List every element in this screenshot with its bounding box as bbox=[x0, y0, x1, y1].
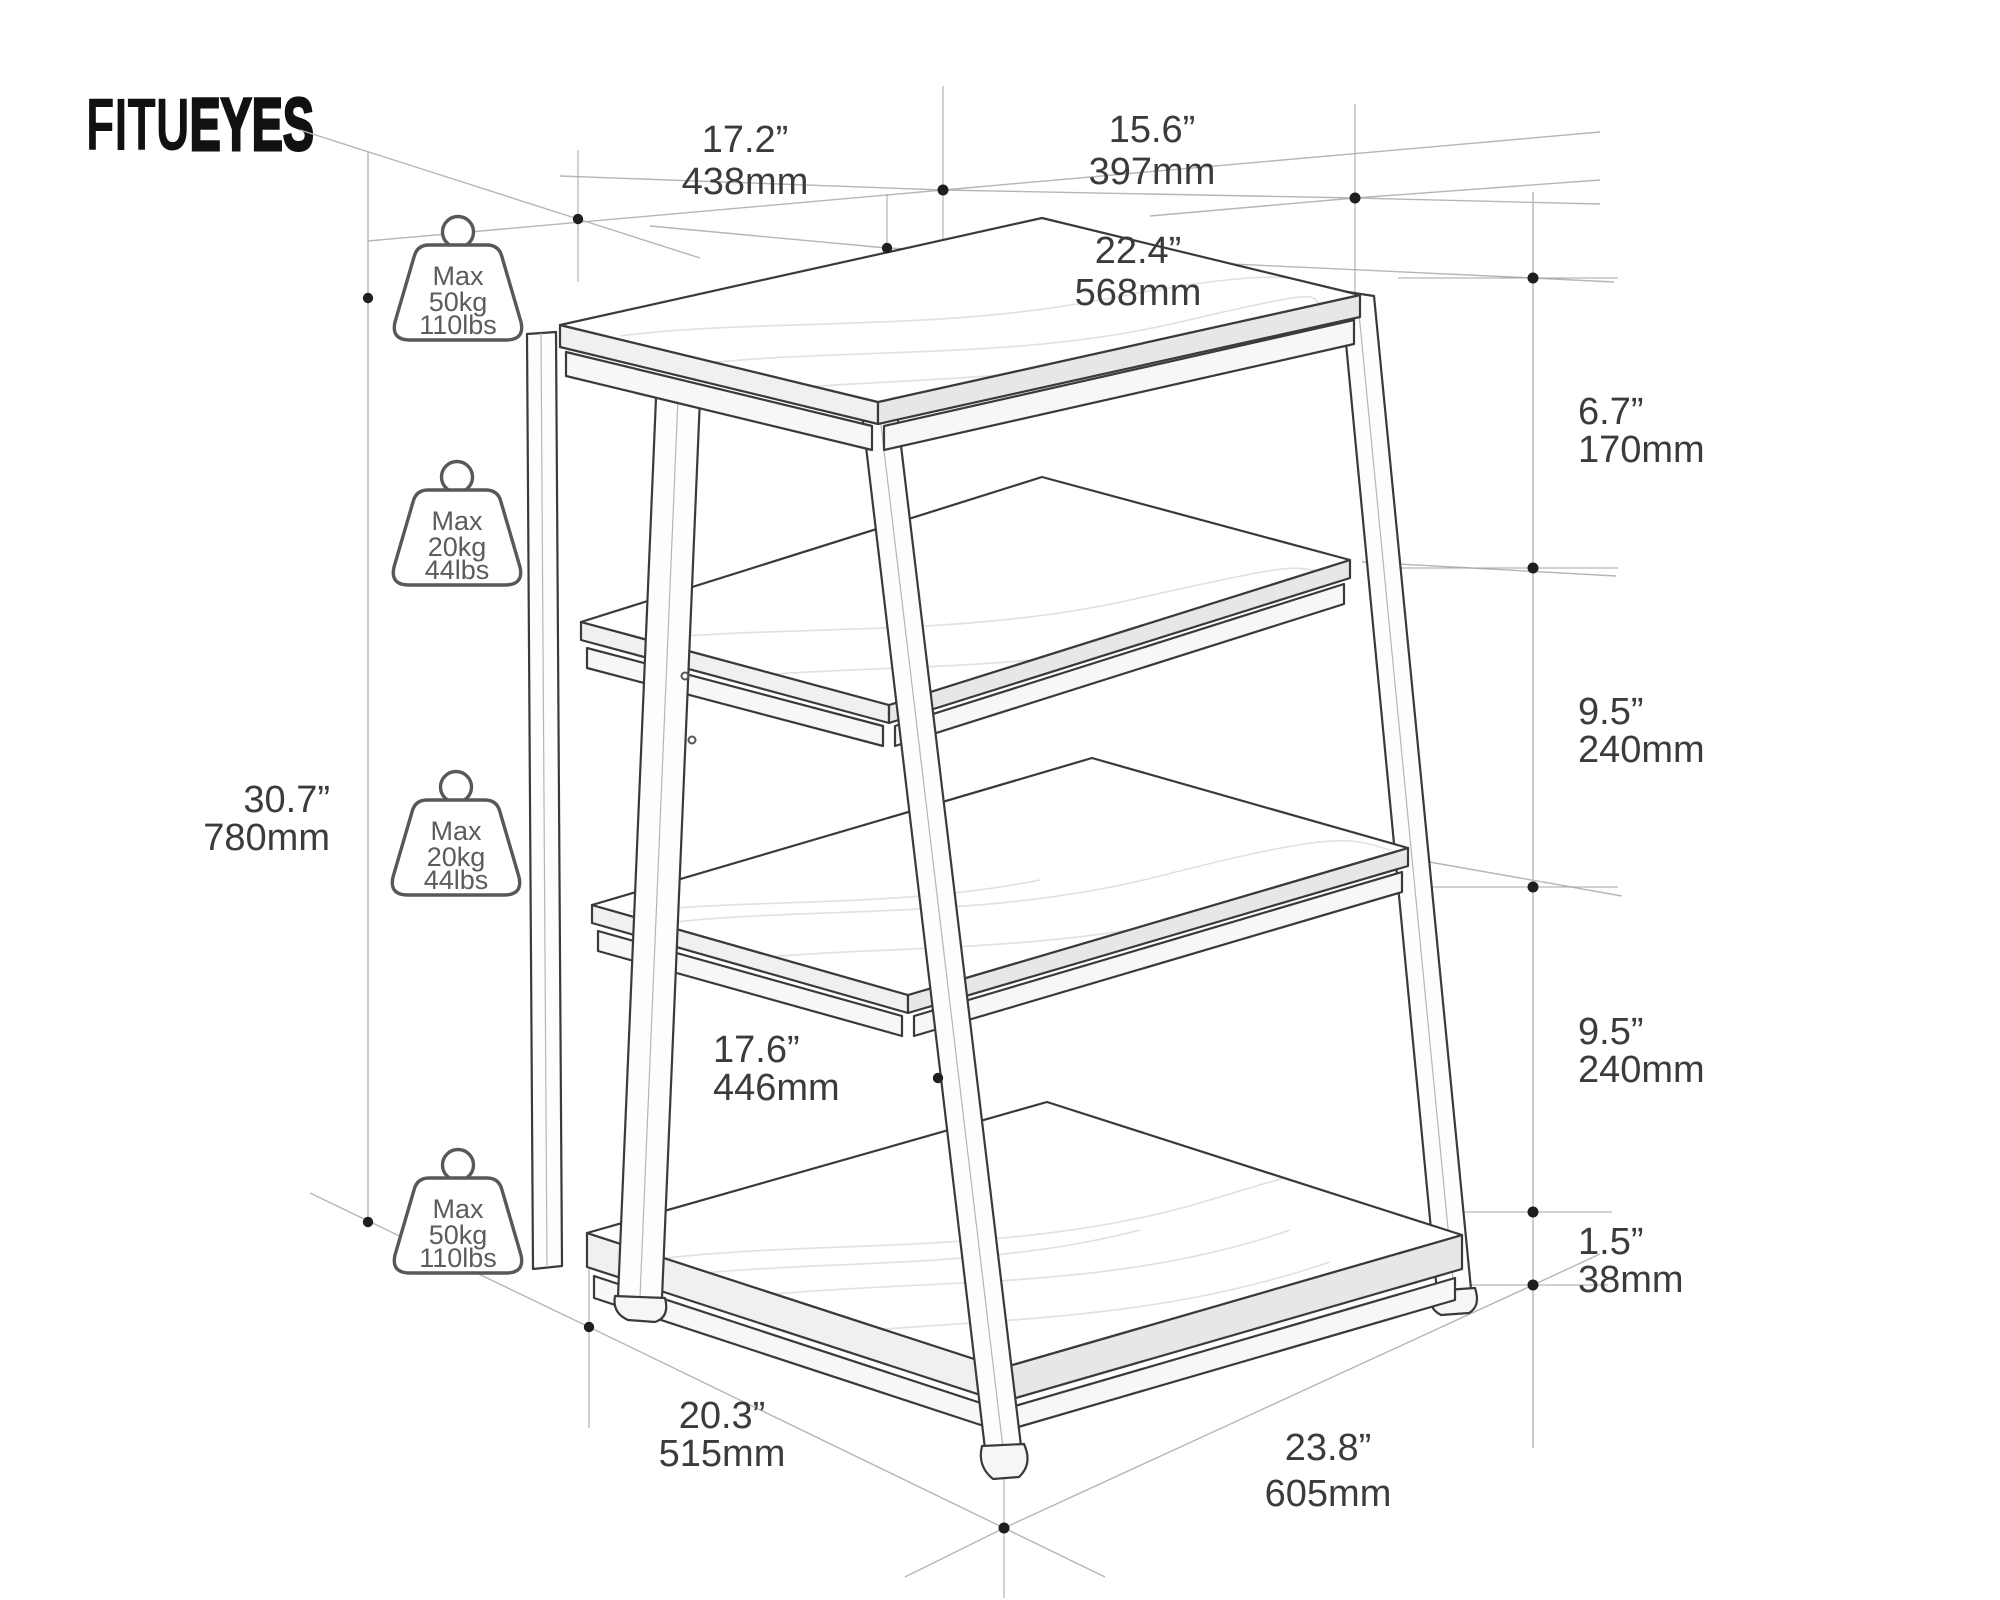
weight-badge-bottom-shelf: Max 50kg 110lbs bbox=[392, 1147, 524, 1275]
dot-right-top bbox=[1527, 272, 1539, 284]
badge-line1: Max bbox=[432, 261, 484, 291]
dim-line-top-left-diagonal bbox=[299, 129, 701, 259]
badge-line3: 44lbs bbox=[424, 865, 489, 895]
logo-part-fitu: FITU bbox=[86, 83, 190, 166]
dim-line-bottom-right bbox=[904, 1253, 1601, 1578]
label-total-height-mm: 780mm bbox=[203, 817, 330, 859]
badge-line3: 44lbs bbox=[425, 555, 490, 585]
badge-line3: 110lbs bbox=[419, 310, 497, 340]
dot-base-left bbox=[583, 1321, 595, 1333]
dim-line-top-b bbox=[559, 175, 1601, 205]
dim-line-shelf3-projection bbox=[1417, 859, 1623, 897]
label-base-width-inch: 23.8” bbox=[1285, 1427, 1372, 1469]
shelf-third-surface bbox=[592, 758, 1408, 995]
dimension-labels: 17.2” 438mm 15.6” 397mm 22.4” 568mm 6.7”… bbox=[203, 109, 1704, 1515]
shelf-top bbox=[558, 216, 1362, 452]
shelf-bottom bbox=[585, 1100, 1464, 1432]
shelf-third bbox=[590, 756, 1410, 1038]
badge-line1: Max bbox=[432, 1194, 484, 1224]
label-gap-middle-mm: 240mm bbox=[1578, 729, 1705, 771]
shelf-top-outline bbox=[558, 216, 1362, 404]
logo-part-eyes: EYES bbox=[189, 82, 315, 168]
label-top-width-inch: 22.4” bbox=[1095, 230, 1182, 272]
screw-detail-2 bbox=[687, 735, 697, 745]
label-gap-top-mm: 170mm bbox=[1578, 429, 1705, 471]
dot-15-6-right bbox=[1349, 192, 1361, 204]
shelf-top-apron-left bbox=[564, 350, 874, 452]
label-top-side-mm: 397mm bbox=[1089, 151, 1216, 193]
label-total-height-inch: 30.7” bbox=[243, 779, 330, 821]
label-top-depth-mm: 438mm bbox=[682, 161, 809, 203]
label-base-depth-inch: 20.3” bbox=[679, 1395, 766, 1437]
front-foot bbox=[979, 1442, 1029, 1481]
shelf-third-apron-right bbox=[912, 870, 1404, 1038]
shelf-second bbox=[579, 475, 1352, 748]
label-base-depth-mm: 515mm bbox=[659, 1433, 786, 1475]
label-foot-height-mm: 38mm bbox=[1578, 1259, 1684, 1301]
dimension-dots bbox=[362, 184, 1539, 1534]
dot-middle-depth bbox=[932, 1072, 944, 1084]
label-middle-depth-inch: 17.6” bbox=[713, 1029, 800, 1071]
dot-right-foot-top bbox=[1527, 1206, 1539, 1218]
dot-17-2-left bbox=[572, 213, 584, 225]
dim-line-top-a bbox=[367, 131, 1601, 242]
badge-line1: Max bbox=[430, 816, 482, 846]
front-right-leg-shading bbox=[877, 399, 1004, 1449]
weight-badge-second-shelf: Max 20kg 44lbs bbox=[391, 459, 523, 587]
label-gap-top-inch: 6.7” bbox=[1578, 391, 1643, 433]
dot-height-bottom bbox=[362, 1216, 374, 1228]
label-top-width-mm: 568mm bbox=[1075, 272, 1202, 314]
weight-badges: Max 50kg 110lbs Max 20kg 44lbs Max 20kg … bbox=[390, 214, 524, 1275]
weight-badge-top-shelf: Max 50kg 110lbs bbox=[392, 214, 524, 342]
shelf-bottom-outline bbox=[585, 1100, 1464, 1370]
shelf-second-surface bbox=[581, 477, 1350, 705]
label-gap-lower-mm: 240mm bbox=[1578, 1049, 1705, 1091]
badge-line2: 50kg bbox=[429, 287, 488, 317]
dot-height-top bbox=[362, 292, 374, 304]
label-foot-height-inch: 1.5” bbox=[1578, 1221, 1643, 1263]
label-gap-lower-inch: 9.5” bbox=[1578, 1011, 1643, 1053]
fitueyes-logo: FITUEYES bbox=[86, 82, 315, 168]
front-left-foot bbox=[613, 1294, 668, 1324]
front-left-post-shading bbox=[639, 397, 679, 1298]
rear-left-post-shading bbox=[540, 332, 548, 1268]
rear-right-leg-shading bbox=[1356, 292, 1455, 1291]
dot-right-floor bbox=[1527, 1279, 1539, 1291]
badge-line1: Max bbox=[431, 506, 483, 536]
badge-line2: 20kg bbox=[428, 532, 487, 562]
dimension-lines bbox=[299, 86, 1623, 1598]
label-top-side-inch: 15.6” bbox=[1109, 109, 1196, 151]
shelf-top-surface bbox=[560, 218, 1360, 402]
badge-line3: 110lbs bbox=[419, 1243, 497, 1273]
label-gap-middle-inch: 9.5” bbox=[1578, 691, 1643, 733]
dot-22-4 bbox=[881, 242, 893, 254]
label-top-depth-inch: 17.2” bbox=[702, 119, 789, 161]
dot-right-shelf2 bbox=[1527, 562, 1539, 574]
label-base-width-mm: 605mm bbox=[1265, 1473, 1392, 1515]
shelf-top-apron-right bbox=[882, 318, 1356, 452]
dim-line-shelf2-projection bbox=[1361, 561, 1617, 577]
dot-base-front bbox=[998, 1522, 1010, 1534]
dot-top-center bbox=[937, 184, 949, 196]
stand-drawing bbox=[525, 216, 1479, 1481]
shelf-second-apron-right bbox=[893, 582, 1346, 748]
weight-badge-third-shelf: Max 20kg 44lbs bbox=[390, 769, 522, 897]
label-middle-depth-mm: 446mm bbox=[713, 1067, 840, 1109]
dot-right-shelf3 bbox=[1527, 881, 1539, 893]
screw-detail-1 bbox=[680, 671, 690, 681]
badge-line2: 50kg bbox=[429, 1220, 488, 1250]
badge-line2: 20kg bbox=[427, 842, 486, 872]
